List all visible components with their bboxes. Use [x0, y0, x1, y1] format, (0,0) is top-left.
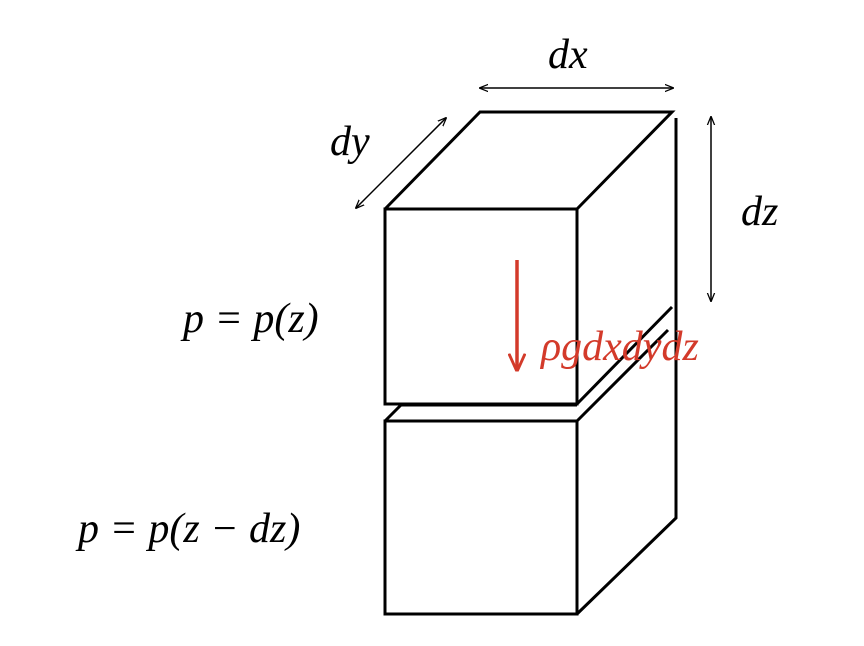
upper-block-side-edge	[575, 305, 674, 406]
dx-label: dx	[548, 32, 588, 78]
upper-block-front-face	[383, 207, 579, 406]
bottom-pressure-label: p = p(z − dz)	[75, 506, 300, 552]
dy-dimension-arrow	[356, 118, 446, 208]
lower-block-top-face	[383, 403, 577, 423]
dz-label: dz	[741, 189, 778, 235]
weight-label: ρgdxdydz	[539, 324, 699, 370]
top-pressure-label: p = p(z)	[180, 296, 319, 342]
lower-block-side-edge	[575, 118, 678, 616]
lower-block-front-face	[383, 419, 579, 616]
dy-label: dy	[330, 119, 370, 165]
lower-block-top-right-edge	[575, 328, 670, 423]
upper-block-top-face	[383, 110, 676, 211]
lower-block	[383, 118, 678, 616]
